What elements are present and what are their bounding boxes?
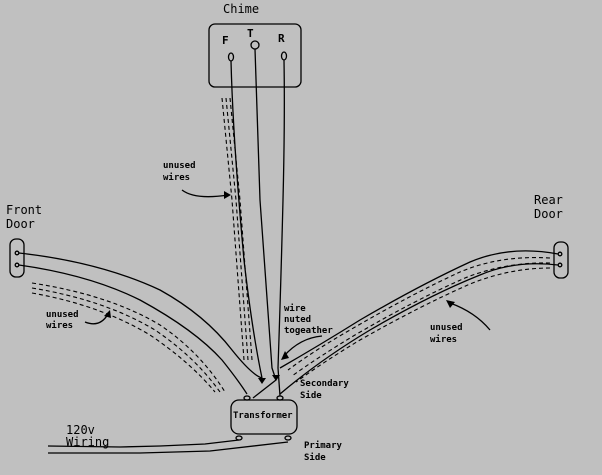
unused-chime-label-line2: wires — [163, 173, 191, 183]
wire-f — [230, 60, 263, 379]
primary-side-label-line2: Side — [304, 453, 326, 463]
chime-terminal-t-label: T — [247, 27, 254, 40]
wire-front-top — [18, 252, 263, 379]
wire-nut-right — [272, 375, 280, 381]
chime-terminal-f-screw — [227, 52, 235, 62]
arrowhead-wire-nuted — [281, 351, 289, 360]
primary-side-label-line1: Primary — [304, 441, 342, 451]
wiring-120v-label-line1: 120v — [66, 423, 95, 437]
arrowhead-unused-rear — [446, 300, 455, 308]
transformer-primary-left — [235, 435, 243, 441]
chime-terminal-r-label: R — [278, 32, 285, 45]
arrow-unused-rear — [449, 302, 491, 331]
chime-title: Chime — [223, 2, 260, 16]
wire-nuted-label-line2: nuted — [284, 315, 312, 325]
unused-rear-label-line2: wires — [430, 335, 458, 345]
secondary-side-label-line2: Side — [300, 391, 322, 401]
front-door-button — [9, 238, 25, 278]
chime-terminal-r-screw — [280, 51, 288, 61]
front-door-label-line1: Front — [6, 203, 43, 217]
transformer-label: Transformer — [233, 411, 293, 421]
front-door-label-line2: Door — [6, 217, 35, 231]
transformer-secondary-left — [243, 395, 251, 401]
unused-front-wires — [31, 282, 226, 393]
arrow-wire-nuted — [283, 335, 323, 357]
unused-front-label-line2: wires — [46, 321, 74, 331]
unused-chime-wires — [221, 97, 253, 361]
front-door-screw-bottom — [14, 262, 20, 268]
unused-chime-label-line1: unused — [163, 161, 196, 171]
chime-terminal-t-screw — [250, 40, 260, 50]
wire-120v-top — [47, 439, 240, 448]
rear-door-screw-top — [557, 251, 563, 257]
transformer-box — [230, 399, 298, 435]
wire-front-bottom — [18, 264, 248, 395]
arrow-unused-chime — [181, 189, 229, 198]
rear-door-label-line1: Rear — [534, 193, 563, 207]
wire-120v-bottom — [48, 441, 289, 454]
wire-nuted-label-line3: togeather — [284, 326, 333, 336]
rear-door-screw-bottom — [557, 262, 563, 268]
unused-front-label-line1: unused — [46, 310, 79, 320]
rear-door-label-line2: Door — [534, 207, 563, 221]
wire-rear-top — [279, 250, 559, 369]
unused-rear-label-line1: unused — [430, 323, 463, 333]
wire-secondary-right — [277, 367, 281, 397]
transformer-secondary-right — [276, 395, 284, 401]
secondary-side-label-line1: Secondary — [300, 379, 349, 389]
wire-t — [254, 48, 277, 381]
arrowhead-unused-front — [104, 310, 111, 318]
arrowhead-unused-chime — [224, 191, 231, 199]
wire-rear-bottom — [279, 263, 559, 395]
wire-nuted-label-line1: wire — [284, 304, 306, 314]
wire-r — [277, 59, 285, 369]
chime-terminal-f-label: F — [222, 34, 229, 47]
rear-door-button — [553, 241, 569, 279]
transformer-primary-right — [284, 435, 292, 441]
wire-nut-left — [258, 378, 266, 384]
wiring-120v-label-line2: Wiring — [66, 435, 110, 449]
unused-rear-wires — [287, 257, 551, 383]
front-door-screw-top — [14, 250, 20, 256]
wire-nut-to-secondary — [252, 379, 277, 399]
chime-box — [208, 23, 302, 88]
